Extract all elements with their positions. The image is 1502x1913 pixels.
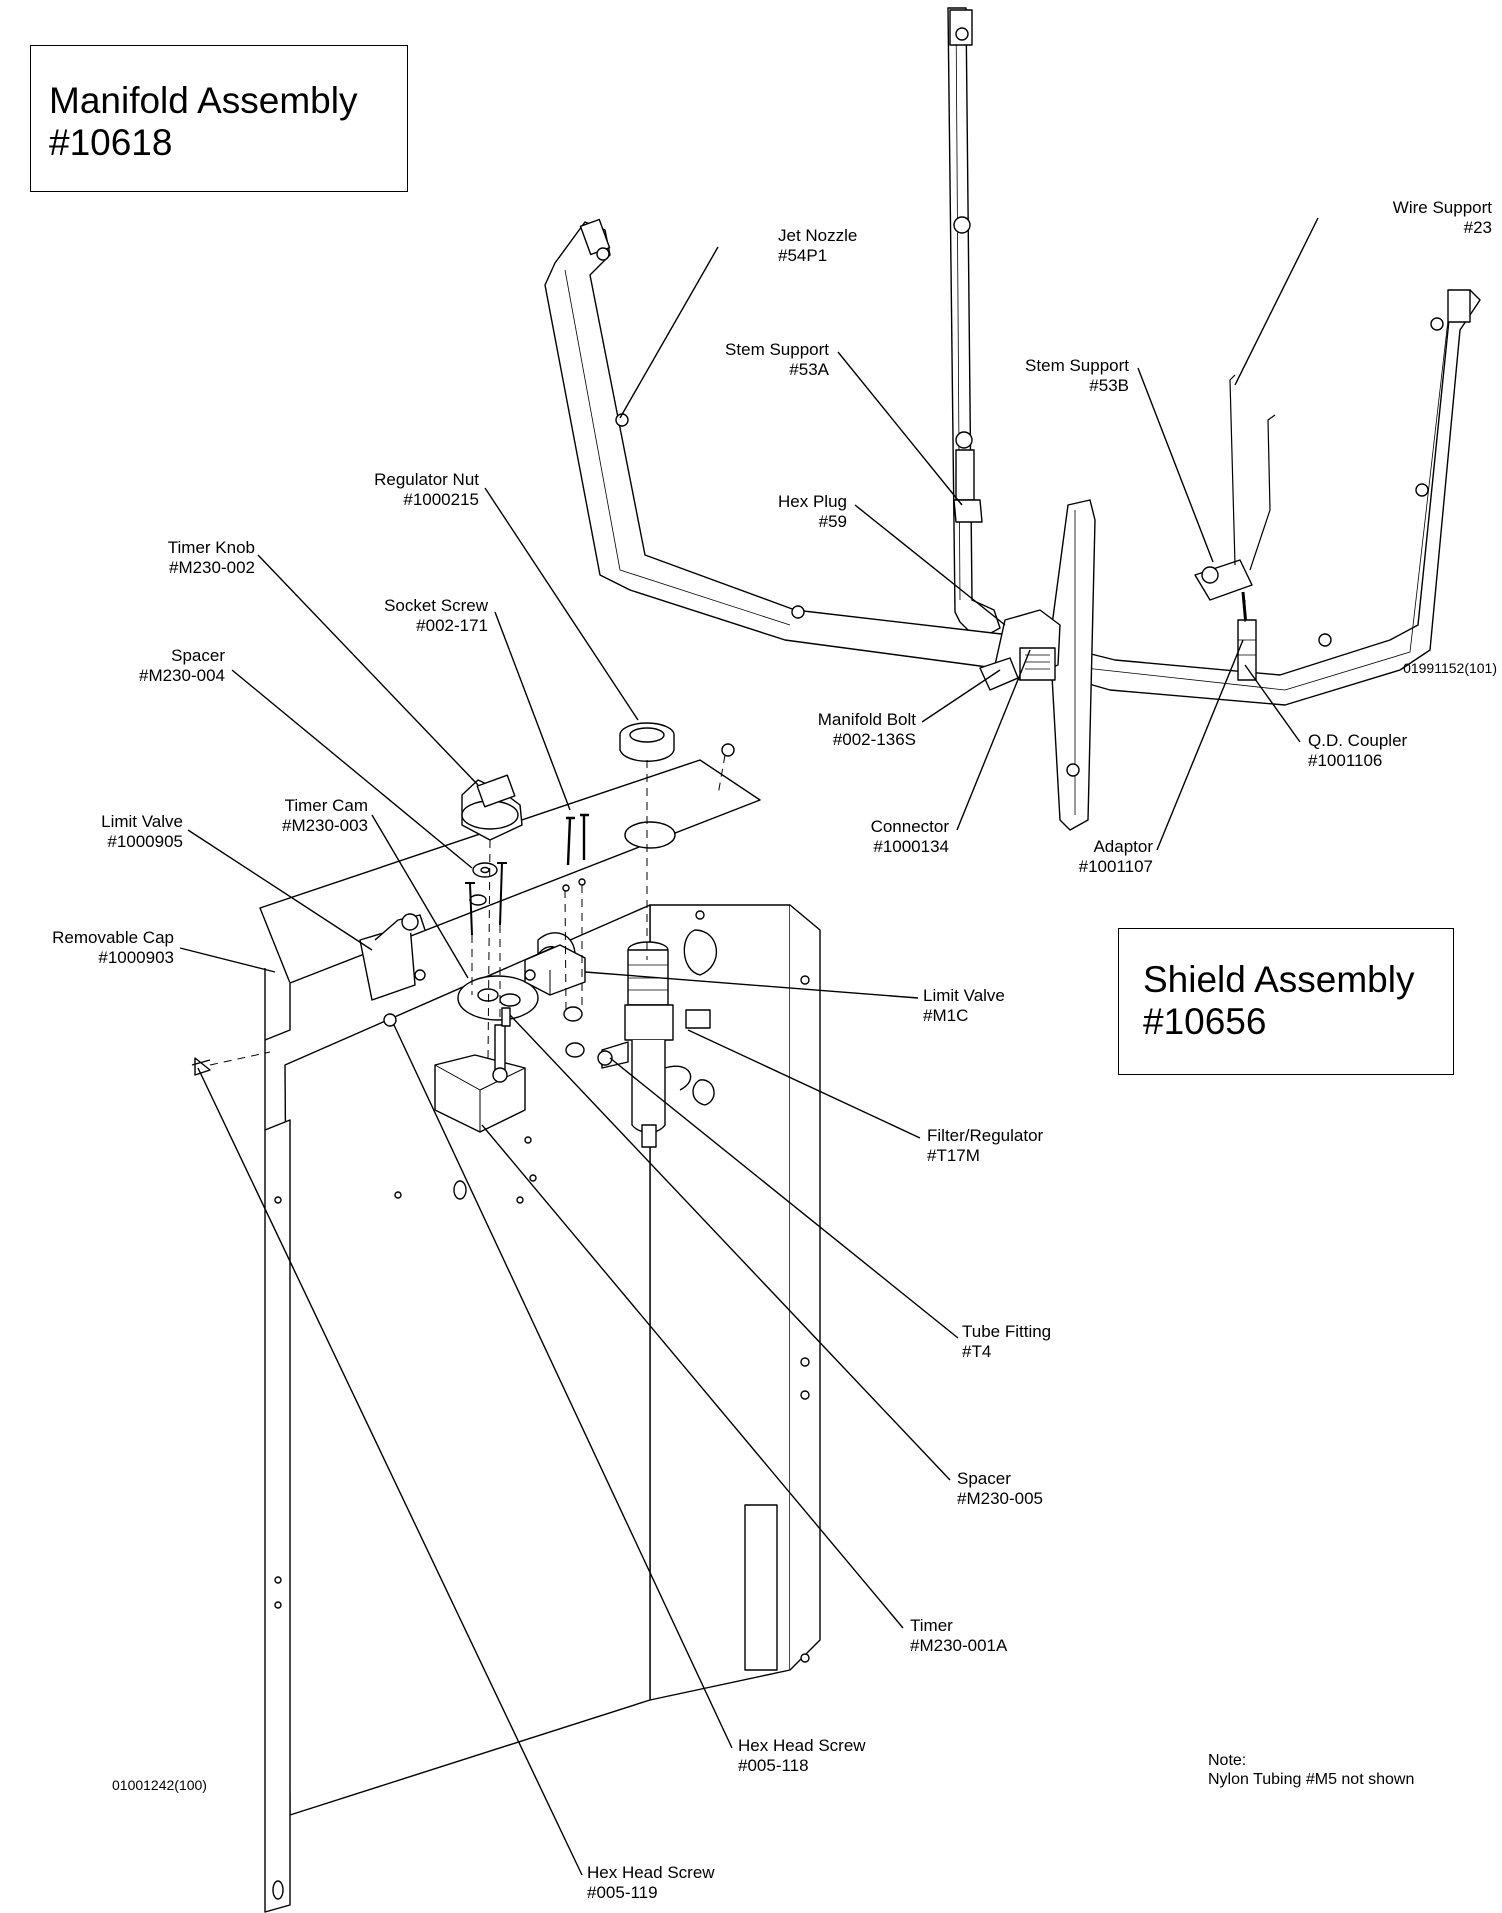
part-label-name-stem-support-53b: Stem Support bbox=[1025, 356, 1129, 375]
removable-cap-plate bbox=[259, 759, 761, 984]
part-label-name-spacer-m230-004: Spacer bbox=[171, 646, 225, 665]
part-label-number-filter-regulator-t17m: #T17M bbox=[927, 1146, 980, 1165]
note-heading: Note: bbox=[1208, 1752, 1247, 1769]
leader-line bbox=[921, 669, 1001, 723]
part-label-name-limit-valve-1000905: Limit Valve bbox=[101, 812, 183, 831]
manifold-drawing-code: 01991152(101) bbox=[1403, 660, 1497, 676]
part-label-name-removable-cap-1000903: Removable Cap bbox=[52, 928, 174, 947]
part-label-number-timer-m230-001a: #M230-001A bbox=[910, 1636, 1008, 1655]
part-label-number-hex-head-screw-005-118: #005-118 bbox=[738, 1756, 809, 1775]
part-label-number-removable-cap-1000903: #1000903 bbox=[98, 948, 174, 967]
part-label-name-jet-nozzle-54p1: Jet Nozzle bbox=[778, 226, 857, 245]
filter-regulator bbox=[597, 941, 711, 1148]
part-label-name-filter-regulator-t17m: Filter/Regulator bbox=[927, 1126, 1044, 1145]
manifold-assembly-number: #10618 bbox=[49, 122, 173, 163]
assembly-centerlines bbox=[209, 600, 1246, 1066]
leader-line bbox=[1137, 367, 1214, 563]
spacer-m230-004 bbox=[472, 862, 498, 878]
part-label-number-hex-plug-59: #59 bbox=[819, 512, 847, 531]
leader-lines bbox=[179, 217, 1319, 1876]
leader-line bbox=[484, 487, 639, 721]
part-label-name-connector-1000134: Connector bbox=[871, 817, 950, 836]
part-label-number-jet-nozzle-54p1: #54P1 bbox=[778, 246, 827, 265]
leader-line bbox=[257, 554, 479, 786]
part-label-number-hex-head-screw-005-119: #005-119 bbox=[587, 1883, 658, 1902]
part-label-number-q-d-coupler-1001106: #1001106 bbox=[1308, 751, 1382, 770]
part-label-name-wire-support-23: Wire Support bbox=[1393, 198, 1492, 217]
part-label-name-q-d-coupler-1001106: Q.D. Coupler bbox=[1308, 731, 1408, 750]
leader-line bbox=[854, 504, 1006, 626]
shield-assembly-title: Shield Assembly bbox=[1143, 959, 1415, 1000]
part-label-name-timer-cam-m230-003: Timer Cam bbox=[285, 796, 368, 815]
part-label-name-timer-knob-m230-002: Timer Knob bbox=[168, 538, 255, 557]
part-label-name-socket-screw-002-171: Socket Screw bbox=[384, 596, 489, 615]
part-label-number-wire-support-23: #23 bbox=[1464, 218, 1492, 237]
part-label-name-hex-head-screw-005-118: Hex Head Screw bbox=[738, 1736, 866, 1755]
leader-line bbox=[481, 1124, 904, 1629]
shield-left-panel bbox=[284, 904, 651, 1816]
manifold-assembly-drawing bbox=[544, 7, 1481, 831]
leader-line bbox=[619, 246, 719, 419]
part-label-number-socket-screw-002-171: #002-171 bbox=[416, 616, 488, 635]
leader-line bbox=[609, 1057, 959, 1339]
leader-line bbox=[1244, 664, 1301, 743]
part-label-name-spacer-m230-005: Spacer bbox=[957, 1469, 1011, 1488]
socket-screws bbox=[566, 813, 589, 866]
leader-line bbox=[231, 669, 473, 869]
part-label-name-limit-valve-m1c: Limit Valve bbox=[923, 986, 1005, 1005]
part-label-name-tube-fitting-t4: Tube Fitting bbox=[962, 1322, 1051, 1341]
part-label-number-timer-cam-m230-003: #M230-003 bbox=[282, 816, 368, 835]
part-label-name-stem-support-53a: Stem Support bbox=[725, 340, 829, 359]
limit-valve-m1c bbox=[524, 944, 586, 996]
part-label-name-hex-head-screw-005-119: Hex Head Screw bbox=[587, 1863, 715, 1882]
leader-line bbox=[584, 971, 919, 999]
shield-assembly-drawing bbox=[191, 600, 1246, 1913]
leader-line bbox=[494, 611, 571, 811]
manifold-assembly-title: Manifold Assembly bbox=[49, 80, 358, 121]
part-label-number-adaptor-1001107: #1001107 bbox=[1079, 857, 1153, 876]
part-label-number-limit-valve-m1c: #M1C bbox=[923, 1006, 968, 1025]
leader-line bbox=[179, 947, 276, 973]
leader-line bbox=[1234, 217, 1319, 386]
manifold-right-arm bbox=[1074, 289, 1481, 706]
leader-line bbox=[837, 351, 963, 506]
shield-assembly-box: Shield Assembly #10656 bbox=[1118, 928, 1454, 1075]
leader-line bbox=[956, 649, 1031, 831]
manifold-assembly-box: Manifold Assembly #10618 bbox=[30, 45, 408, 192]
leader-line bbox=[509, 1014, 951, 1481]
shield-right-wing bbox=[789, 904, 821, 1671]
part-label-number-limit-valve-1000905: #1000905 bbox=[107, 832, 183, 851]
manifold-center-stem bbox=[947, 7, 1001, 641]
part-label-name-hex-plug-59: Hex Plug bbox=[778, 492, 847, 511]
part-label-number-stem-support-53b: #53B bbox=[1089, 376, 1129, 395]
shield-assembly-number: #10656 bbox=[1143, 1001, 1267, 1042]
part-label-number-tube-fitting-t4: #T4 bbox=[962, 1342, 991, 1361]
part-label-number-stem-support-53a: #53A bbox=[789, 360, 829, 379]
part-label-number-connector-1000134: #1000134 bbox=[873, 837, 949, 856]
leader-line bbox=[687, 1029, 921, 1139]
leader-line bbox=[371, 814, 469, 979]
wire-support bbox=[1229, 374, 1276, 571]
part-label-number-timer-knob-m230-002: #M230-002 bbox=[169, 558, 255, 577]
part-label-name-regulator-nut-1000215: Regulator Nut bbox=[374, 470, 479, 489]
timer-cam bbox=[457, 975, 539, 1021]
note-text: Nylon Tubing #M5 not shown bbox=[1208, 1771, 1415, 1788]
leader-line bbox=[187, 829, 373, 951]
part-label-name-timer-m230-001a: Timer bbox=[910, 1616, 953, 1635]
part-label-number-manifold-bolt-002-136s: #002-136S bbox=[833, 730, 916, 749]
part-label-number-spacer-m230-005: #M230-005 bbox=[957, 1489, 1043, 1508]
leader-line bbox=[393, 1024, 733, 1749]
part-label-number-regulator-nut-1000215: #1000215 bbox=[403, 490, 479, 509]
leader-line bbox=[197, 1067, 583, 1876]
part-label-name-manifold-bolt-002-136s: Manifold Bolt bbox=[818, 710, 917, 729]
shield-drawing-code: 01001242(100) bbox=[112, 1777, 207, 1793]
part-label-name-adaptor-1001107: Adaptor bbox=[1093, 837, 1153, 856]
part-label-number-spacer-m230-004: #M230-004 bbox=[139, 666, 225, 685]
leader-line bbox=[1156, 639, 1244, 851]
